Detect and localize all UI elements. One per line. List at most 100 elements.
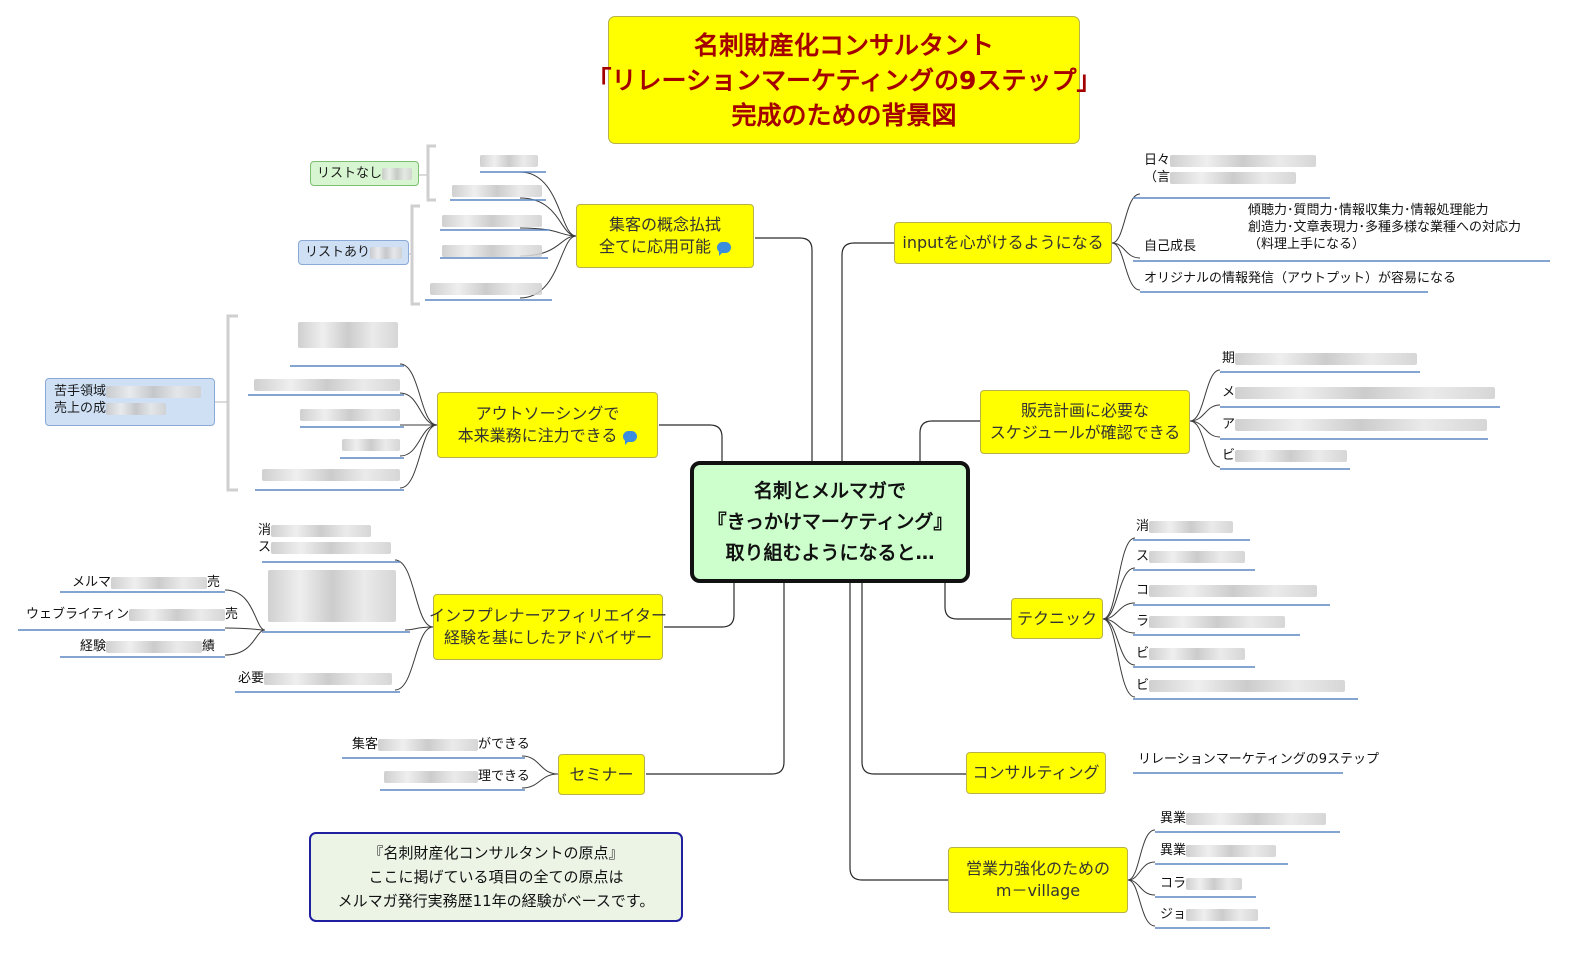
central-node[interactable]: 名刺とメルマガで 『きっかけマーケティング』 取り組むようになると… — [690, 461, 970, 583]
leaf-text: ビ — [1136, 678, 1150, 693]
list-item[interactable] — [452, 182, 542, 199]
list-item[interactable] — [342, 436, 400, 453]
branch-consulting[interactable]: コンサルティング — [966, 752, 1106, 794]
leaf-text: 消 — [1136, 519, 1150, 534]
origin-line-2: ここに掲げている項目の全ての原点は — [368, 868, 624, 886]
leaf-text: ビ — [1222, 448, 1236, 463]
blurred-text — [111, 576, 208, 589]
list-item[interactable] — [442, 212, 542, 229]
leaf-text: 売 — [224, 607, 238, 622]
branch-sales-plan[interactable]: 販売計画に必要な スケジュールが確認できる — [980, 390, 1190, 454]
list-item[interactable]: 傾聴力･質問力･情報収集力･情報処理能力 創造力･文章表現力･多種多様な業種への… — [1248, 202, 1521, 253]
list-item[interactable]: 理できる — [384, 768, 530, 785]
branch-outsourcing-line-1: アウトソーシングで — [475, 404, 620, 423]
list-item[interactable] — [480, 152, 538, 169]
list-item[interactable] — [300, 406, 400, 423]
blurred-text — [1186, 908, 1259, 921]
leaf-text: 消 — [258, 523, 272, 538]
branch-affiliate-line-1: インフプレナーアフィリエイター — [429, 606, 667, 625]
leaf-text: （料理上手になる） — [1248, 237, 1366, 252]
blurred-text — [264, 672, 393, 685]
blurred-text — [106, 640, 203, 653]
list-item[interactable]: 経験績 — [80, 638, 215, 655]
leaf-text: ア — [1222, 417, 1236, 432]
list-item[interactable]: 期 — [1222, 350, 1418, 367]
list-item[interactable]: 消 ス — [258, 522, 392, 556]
blurred-text — [1235, 418, 1488, 431]
blurred-text — [1235, 449, 1348, 462]
tag-list-yes[interactable]: リストあり — [298, 240, 410, 265]
branch-concept-line-2: 全てに応用可能 — [598, 237, 711, 256]
branch-concept[interactable]: 集客の概念払拭 全てに応用可能 — [576, 204, 754, 268]
leaf-text: ジョ — [1160, 907, 1187, 922]
center-line-2: 『きっかけマーケティング』 — [707, 510, 953, 533]
list-item[interactable] — [430, 280, 542, 297]
tag-list-none[interactable]: リストなし — [310, 161, 420, 186]
branch-technique-label: テクニック — [1016, 608, 1097, 628]
list-item[interactable]: ラ — [1136, 613, 1286, 630]
blurred-text — [300, 408, 400, 421]
blurred-text — [1170, 171, 1297, 184]
blurred-text — [342, 438, 400, 451]
blurred-text — [430, 282, 542, 295]
list-item[interactable]: 必要 — [238, 670, 393, 687]
leaf-text: コ — [1136, 583, 1150, 598]
list-item[interactable]: 異業 — [1160, 810, 1327, 827]
blurred-text — [1235, 352, 1418, 365]
list-item[interactable]: 自己成長 — [1144, 238, 1196, 255]
blurred-text — [1235, 386, 1496, 399]
blurred-text — [1149, 550, 1246, 563]
list-item[interactable]: ウェブライティン売 — [26, 606, 238, 623]
list-item[interactable]: 日々 （言 — [1144, 152, 1317, 186]
branch-sales-line-2: スケジュールが確認できる — [989, 423, 1181, 442]
leaf-text: 集客 — [352, 737, 379, 752]
list-item[interactable] — [298, 322, 398, 348]
leaf-text: ス — [1136, 549, 1150, 564]
title-line-1: 名刺財産化コンサルタント — [693, 30, 994, 60]
center-line-1: 名刺とメルマガで — [753, 479, 906, 502]
branch-outsourcing[interactable]: アウトソーシングで 本来業務に注力できる — [437, 392, 658, 458]
branch-input[interactable]: inputを心がけるようになる — [894, 222, 1112, 264]
chat-icon[interactable] — [623, 430, 638, 445]
list-item[interactable]: リレーションマーケティングの9ステップ — [1138, 751, 1379, 768]
list-item[interactable]: ス — [1136, 548, 1246, 565]
chat-icon[interactable] — [717, 241, 731, 256]
list-item[interactable]: コ — [1136, 582, 1318, 599]
list-item[interactable]: オリジナルの情報発信（アウトプット）が容易になる — [1144, 270, 1456, 287]
branch-affiliate-line-2: 経験を基にしたアドバイザー — [443, 628, 652, 647]
blurred-text — [452, 184, 542, 197]
list-item[interactable] — [442, 242, 542, 259]
blurred-text — [1149, 520, 1234, 533]
list-item[interactable]: ビ — [1222, 447, 1348, 464]
blurred-text — [442, 244, 542, 257]
list-item[interactable] — [262, 466, 400, 483]
branch-seminar[interactable]: セミナー — [558, 754, 645, 795]
list-item[interactable]: ビ — [1136, 645, 1246, 662]
list-item[interactable]: ジョ — [1160, 906, 1259, 923]
list-item[interactable]: メ — [1222, 384, 1496, 401]
list-item[interactable]: ア — [1222, 416, 1488, 433]
list-item[interactable] — [268, 570, 396, 622]
list-item[interactable]: 異業 — [1160, 842, 1277, 859]
branch-affiliate[interactable]: インフプレナーアフィリエイター 経験を基にしたアドバイザー — [429, 594, 667, 660]
list-item[interactable] — [254, 376, 400, 393]
branch-m-village[interactable]: 営業力強化のための m－village — [948, 847, 1128, 913]
list-item[interactable]: コラ — [1160, 875, 1243, 892]
list-item[interactable]: 消 — [1136, 518, 1234, 535]
branch-technique[interactable]: テクニック — [1011, 598, 1103, 639]
leaf-text: 創造力･文章表現力･多種多様な業種への対応力 — [1248, 220, 1522, 235]
blurred-text — [271, 524, 372, 537]
list-item[interactable]: メルマ売 — [72, 574, 220, 591]
leaf-text: 異業 — [1160, 811, 1187, 826]
leaf-text: 経験 — [80, 639, 107, 654]
tag-weak-area[interactable]: 苦手領域 売上の成 — [45, 378, 215, 426]
blurred-text — [254, 378, 400, 391]
blurred-text — [106, 402, 167, 415]
diagram-title: 名刺財産化コンサルタント 「リレーションマーケティングの9ステップ」 完成のため… — [587, 16, 1101, 144]
blurred-text — [1149, 679, 1346, 692]
list-item[interactable]: 集客ができる — [352, 736, 530, 753]
blurred-text — [262, 468, 400, 481]
leaf-text: ラ — [1136, 614, 1150, 629]
list-item[interactable]: ビ — [1136, 677, 1346, 694]
